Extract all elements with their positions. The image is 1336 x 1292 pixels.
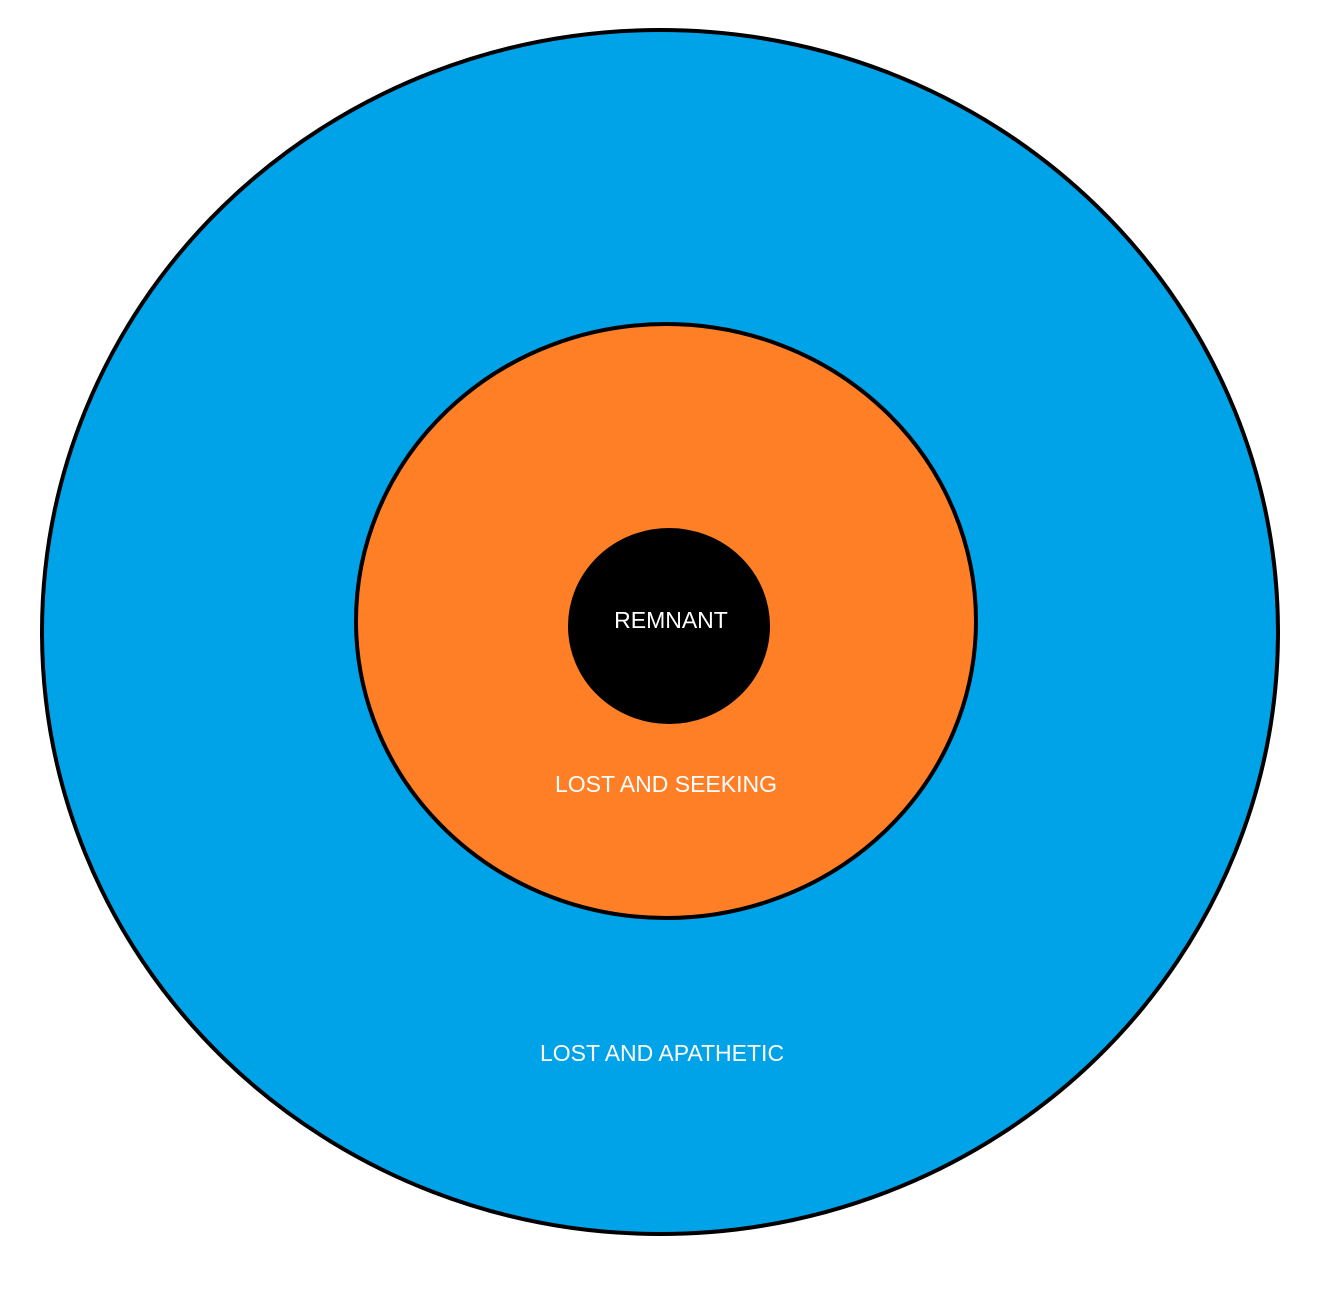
label-lost-and-apathetic: LOST AND APATHETIC [540, 1040, 784, 1066]
label-remnant: REMNANT [614, 607, 728, 633]
label-lost-and-seeking: LOST AND SEEKING [555, 771, 777, 797]
inner-circle-remnant [568, 528, 770, 724]
